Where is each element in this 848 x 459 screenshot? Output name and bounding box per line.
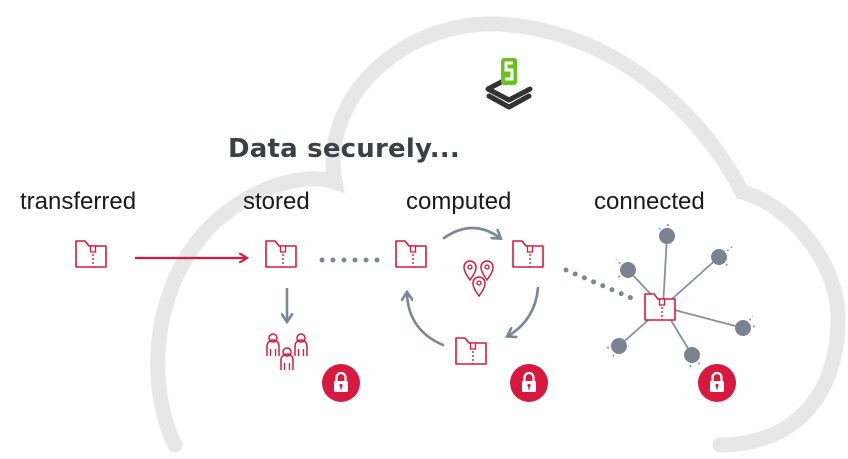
network-nodes	[611, 228, 751, 363]
label-connected: connected	[594, 188, 705, 215]
folder-stored-icon	[265, 240, 297, 268]
diagram-title: Data securely...	[228, 134, 460, 164]
people-group-icon	[266, 333, 308, 371]
network-outer-dots	[604, 223, 758, 369]
stack-logo-icon	[485, 58, 533, 110]
folder-computed-bottom-icon	[455, 337, 487, 365]
folder-computed-left-icon	[395, 240, 427, 268]
location-pins-icon	[463, 260, 494, 297]
lock-badge-computed-icon	[508, 362, 550, 404]
label-stored: stored	[243, 188, 310, 215]
folder-connected-icon	[644, 293, 676, 321]
lock-badge-connected-icon	[696, 362, 738, 404]
folder-computed-right-icon	[512, 240, 544, 268]
folder-transferred-icon	[75, 240, 107, 268]
label-transferred: transferred	[20, 188, 137, 215]
dotted-link-computed-connected	[563, 267, 639, 303]
label-computed: computed	[406, 188, 512, 215]
compute-cycle-arrows	[407, 226, 540, 347]
lock-badge-stored-icon	[320, 362, 362, 404]
cloud-outline	[150, 16, 846, 453]
